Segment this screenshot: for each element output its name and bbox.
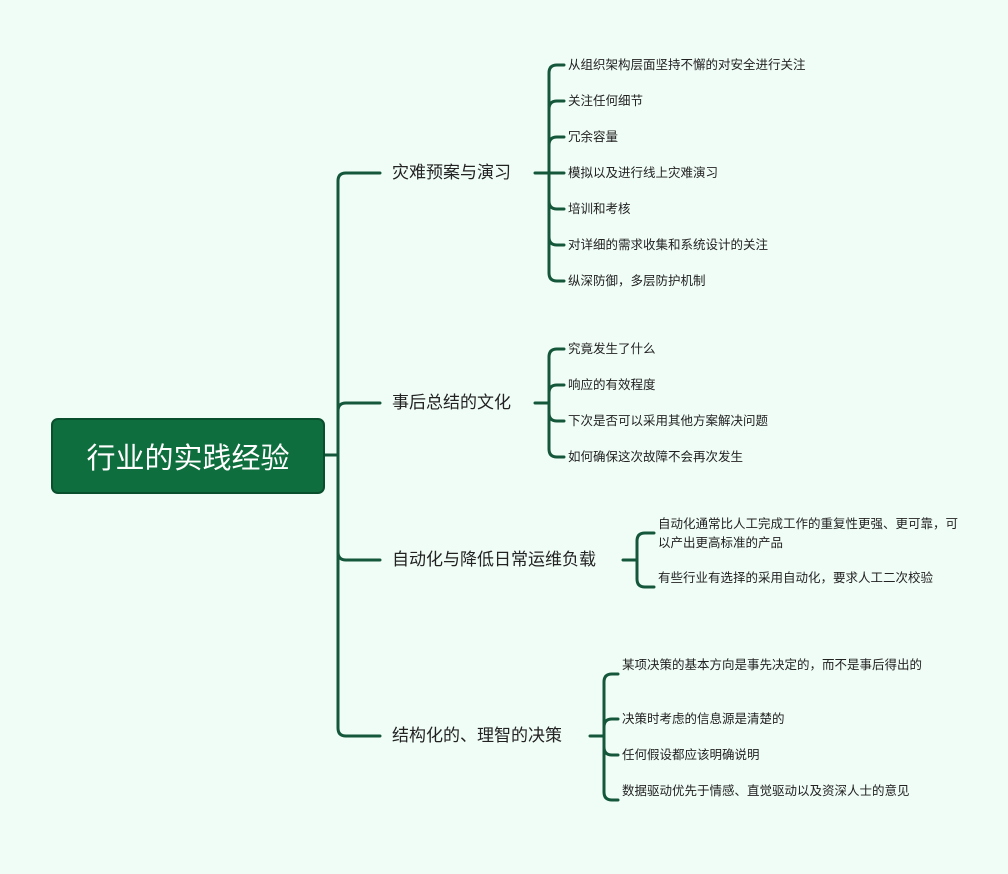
branch-node[interactable]: 结构化的、理智的决策 bbox=[392, 726, 562, 746]
branch-0-link bbox=[547, 171, 566, 283]
branch-node[interactable]: 事后总结的文化 bbox=[392, 393, 511, 413]
branch-3-link bbox=[602, 734, 620, 757]
leaf-node[interactable]: 模拟以及进行线上灾难演习 bbox=[568, 165, 719, 180]
trunk-link bbox=[336, 171, 382, 457]
branch-1-link bbox=[547, 383, 566, 405]
leaf-node[interactable]: 从组织架构层面坚持不懈的对安全进行关注 bbox=[568, 57, 806, 72]
leaf-node[interactable]: 关注任何细节 bbox=[568, 93, 644, 108]
trunk-link bbox=[336, 401, 382, 457]
leaf-node[interactable]: 下次是否可以采用其他方案解决问题 bbox=[568, 413, 769, 428]
leaf-node[interactable]: 冗余容量 bbox=[568, 129, 619, 144]
trunk-link bbox=[336, 453, 382, 738]
branch-1-link bbox=[547, 401, 566, 423]
leaf-node[interactable]: 某项决策的基本方向是事先决定的，而不是事后得出的 bbox=[622, 657, 923, 672]
branch-3-link bbox=[602, 672, 620, 738]
branch-0-link bbox=[547, 171, 566, 211]
leaf-node[interactable]: 对详细的需求收集和系统设计的关注 bbox=[568, 237, 769, 252]
branch-0-link bbox=[547, 63, 566, 175]
branch-3-link bbox=[602, 717, 620, 738]
leaf-node[interactable]: 响应的有效程度 bbox=[568, 377, 656, 392]
root-node[interactable]: 行业的实践经验 bbox=[51, 418, 325, 494]
root-label: 行业的实践经验 bbox=[86, 441, 290, 475]
branch-1-link bbox=[547, 401, 566, 459]
leaf-node[interactable]: 究竟发生了什么 bbox=[568, 341, 656, 356]
leaf-node[interactable]: 纵深防御，多层防护机制 bbox=[568, 273, 706, 288]
branch-0-link bbox=[547, 99, 566, 175]
leaf-node[interactable]: 有些行业有选择的采用自动化，要求人工二次校验 bbox=[658, 570, 934, 585]
branch-node[interactable]: 自动化与降低日常运维负载 bbox=[392, 550, 596, 570]
leaf-node[interactable]: 数据驱动优先于情感、直觉驱动以及资深人士的意见 bbox=[622, 783, 910, 798]
branch-node[interactable]: 灾难预案与演习 bbox=[392, 163, 511, 183]
leaf-node[interactable]: 培训和考核 bbox=[568, 201, 631, 216]
trunk-link bbox=[336, 453, 382, 562]
branch-2-link bbox=[635, 558, 656, 589]
leaf-node[interactable]: 如何确保这次故障不会再次发生 bbox=[568, 449, 744, 464]
branch-2-link bbox=[635, 531, 656, 562]
branch-0-link bbox=[547, 135, 566, 175]
leaf-node[interactable]: 任何假设都应该明确说明 bbox=[622, 747, 760, 762]
leaf-node[interactable]: 自动化通常比人工完成工作的重复性更强、更可靠，可以产出更高标准的产品 bbox=[658, 516, 959, 550]
branch-1-link bbox=[547, 347, 566, 405]
branch-3-link bbox=[602, 734, 620, 802]
leaf-node[interactable]: 决策时考虑的信息源是清楚的 bbox=[622, 711, 785, 726]
